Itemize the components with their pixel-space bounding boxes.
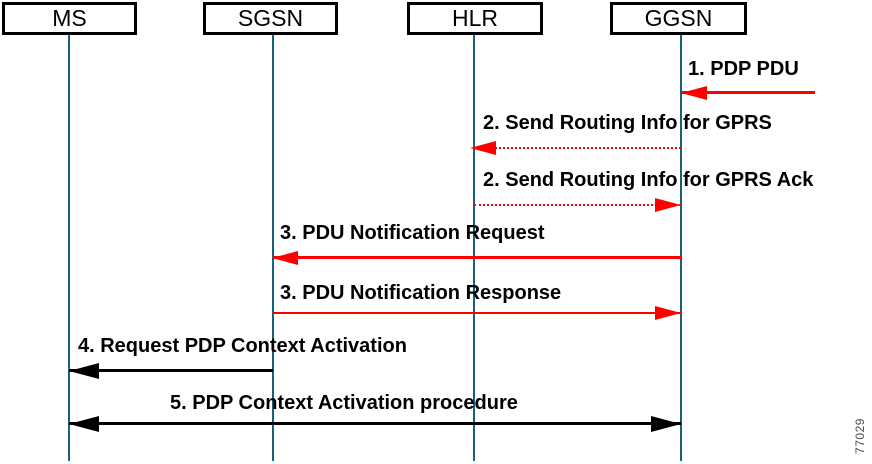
message-2-line [474, 147, 681, 149]
entity-label-sgsn: SGSN [237, 5, 304, 31]
message-3-arrowhead-right [655, 198, 681, 212]
message-4-line [273, 256, 681, 259]
message-4-arrowhead-left [272, 251, 298, 265]
entity-box-ms: MS [2, 2, 137, 35]
lifeline-sgsn [272, 35, 274, 461]
figure-number: 77029 [853, 418, 867, 454]
message-6-line [69, 369, 273, 372]
message-2-label: 2. Send Routing Info for GPRS [483, 112, 772, 134]
message-6-label: 4. Request PDP Context Activation [78, 335, 407, 357]
message-7-label: 5. PDP Context Activation procedure [170, 392, 518, 414]
entity-label-ms: MS [52, 5, 87, 31]
entity-box-ggsn: GGSN [610, 2, 747, 35]
message-7-line [69, 422, 681, 425]
message-3-label: 2. Send Routing Info for GPRS Ack [483, 169, 814, 191]
lifeline-hlr [473, 35, 475, 461]
message-6-arrowhead-left [69, 363, 99, 379]
entity-box-hlr: HLR [407, 2, 543, 35]
message-7-arrowhead-left [69, 416, 99, 432]
message-1-label: 1. PDP PDU [688, 58, 799, 80]
entity-label-ggsn: GGSN [644, 5, 713, 31]
lifeline-ggsn [680, 35, 682, 461]
message-7-arrowhead-right [651, 416, 681, 432]
message-5-label: 3. PDU Notification Response [280, 282, 562, 304]
message-1-arrowhead-left [681, 86, 707, 100]
message-3-line [474, 204, 681, 206]
message-2-arrowhead-left [470, 141, 496, 155]
message-4-label: 3. PDU Notification Request [280, 222, 545, 244]
message-5-line [273, 312, 681, 314]
lifeline-ms [68, 35, 70, 461]
entity-box-sgsn: SGSN [203, 2, 338, 35]
message-5-arrowhead-right [655, 306, 681, 320]
message-1-line [681, 91, 815, 94]
entity-label-hlr: HLR [451, 5, 498, 31]
